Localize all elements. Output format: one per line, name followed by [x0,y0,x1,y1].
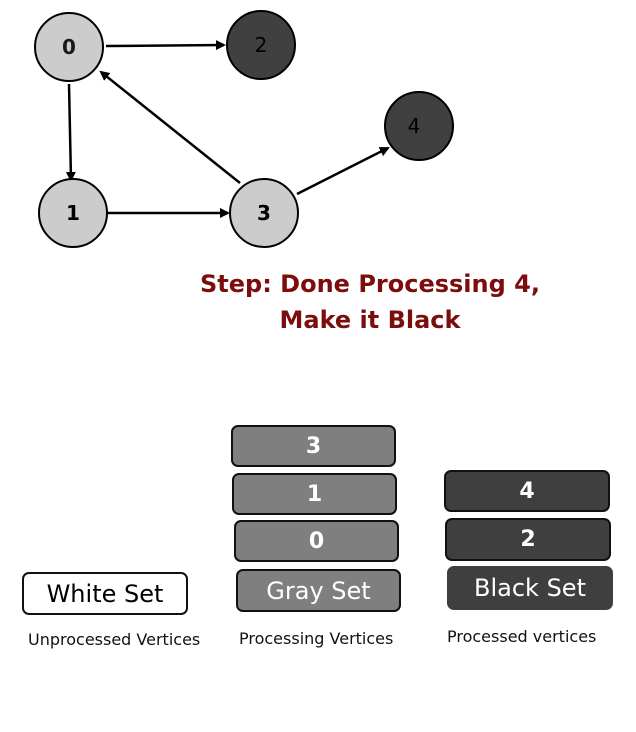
gray-set-item: 1 [232,473,397,515]
node-3-label: 3 [257,201,271,225]
node-2-label: 2 [255,33,268,57]
black-set-item: 2 [445,518,611,561]
node-1-label: 1 [66,201,80,225]
step-title-line-2: Make it Black [279,306,461,334]
node-1: 1 [38,178,108,248]
gray-set-item: 3 [231,425,396,467]
gray-set-label: Gray Set [236,569,401,612]
node-2: 2 [226,10,296,80]
edge-0-2 [105,40,226,51]
black-set-item: 4 [444,470,610,512]
step-title-line-1: Step: Done Processing 4, [200,270,540,298]
black-set-label: Black Set [447,566,613,610]
edge-3-0 [99,70,241,184]
gray-set-caption: Processing Vertices [239,629,394,648]
node-3: 3 [229,178,299,248]
node-0: 0 [34,12,104,82]
node-4-label: 4 [408,114,421,138]
gray-set-item: 0 [234,520,399,562]
node-4: 4 [384,91,454,161]
node-0-label: 0 [62,35,76,59]
edge-3-4 [296,146,390,196]
black-set-caption: Processed vertices [447,627,597,646]
white-set-label: White Set [22,572,188,615]
white-set-caption: Unprocessed Vertices [28,630,201,649]
edge-0-1 [65,83,76,182]
graph-diagram: 0 2 1 3 4 [34,10,454,248]
